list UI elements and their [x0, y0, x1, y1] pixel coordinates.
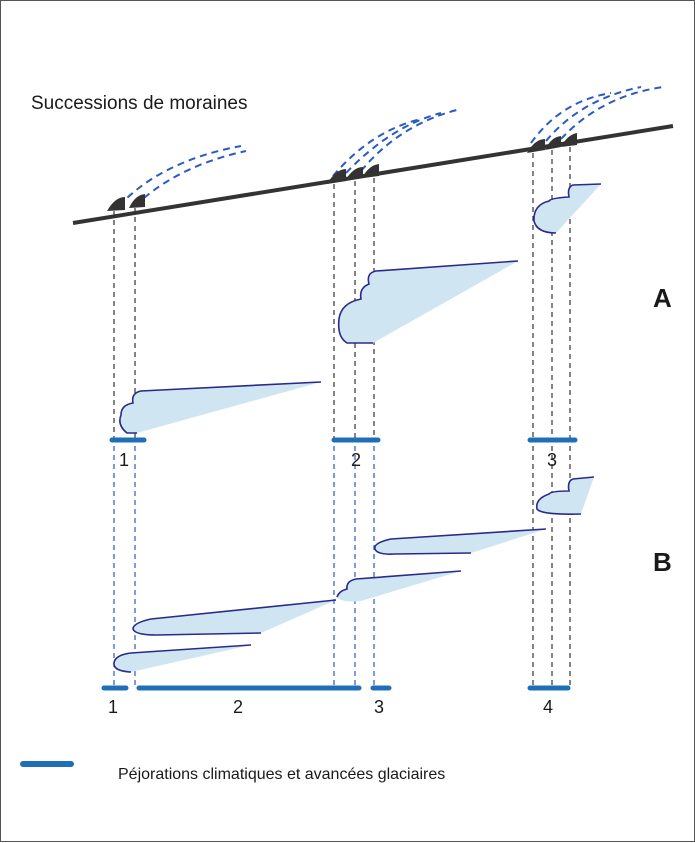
glacier-b1-fill — [113, 645, 252, 672]
diagram-title: Successions de moraines — [31, 93, 248, 114]
moraine-3b — [545, 136, 561, 150]
moraine-3a — [527, 139, 545, 153]
glacier-a1-fill — [119, 382, 321, 433]
panel-b-label: B — [653, 547, 672, 577]
moraine-3c — [561, 133, 577, 147]
stage-a2: 2 — [351, 450, 361, 470]
glacier-b4-fill — [374, 529, 546, 555]
stage-b2: 2 — [233, 697, 243, 717]
glacier-a2-fill — [338, 261, 518, 343]
moraines — [107, 133, 577, 211]
glacier-b5-fill — [536, 477, 594, 515]
projection-lines-blue — [113, 446, 375, 686]
stage-b1: 1 — [108, 697, 118, 717]
moraine-2c — [362, 164, 379, 178]
legend-text: Péjorations climatiques et avancées glac… — [118, 766, 445, 783]
arc-b1 — [332, 118, 422, 177]
arc-c1 — [530, 92, 612, 144]
glacier-b2-fill — [133, 600, 336, 635]
panel-a-label: A — [653, 283, 672, 313]
stage-a3: 3 — [547, 450, 557, 470]
glacier-a1-outline — [119, 381, 322, 434]
arc-c2 — [545, 86, 642, 142]
glacier-a3-outline — [533, 183, 602, 234]
glacier-b4-outline — [374, 528, 547, 555]
arc-a1 — [118, 145, 242, 207]
moraine-2a — [327, 169, 346, 184]
panel-a-glaciers — [119, 183, 602, 434]
glacier-b1-outline — [113, 644, 252, 673]
glacier-b2-outline — [132, 599, 337, 636]
glacier-b5-outline — [535, 476, 595, 515]
glacier-a3-fill — [533, 184, 601, 233]
panel-b-glaciers — [113, 476, 595, 673]
glacier-b3-outline — [336, 570, 462, 598]
moraine-2b — [345, 167, 363, 181]
arc-c3 — [560, 86, 664, 140]
moraine-1b — [129, 194, 145, 208]
stage-b4: 4 — [543, 697, 553, 717]
glacier-a2-outline — [337, 260, 519, 344]
stage-b3: 3 — [374, 697, 384, 717]
arc-b3 — [360, 108, 462, 172]
arc-b2 — [345, 112, 442, 174]
stage-a1: 1 — [119, 450, 129, 470]
moraine-1a — [107, 197, 125, 211]
